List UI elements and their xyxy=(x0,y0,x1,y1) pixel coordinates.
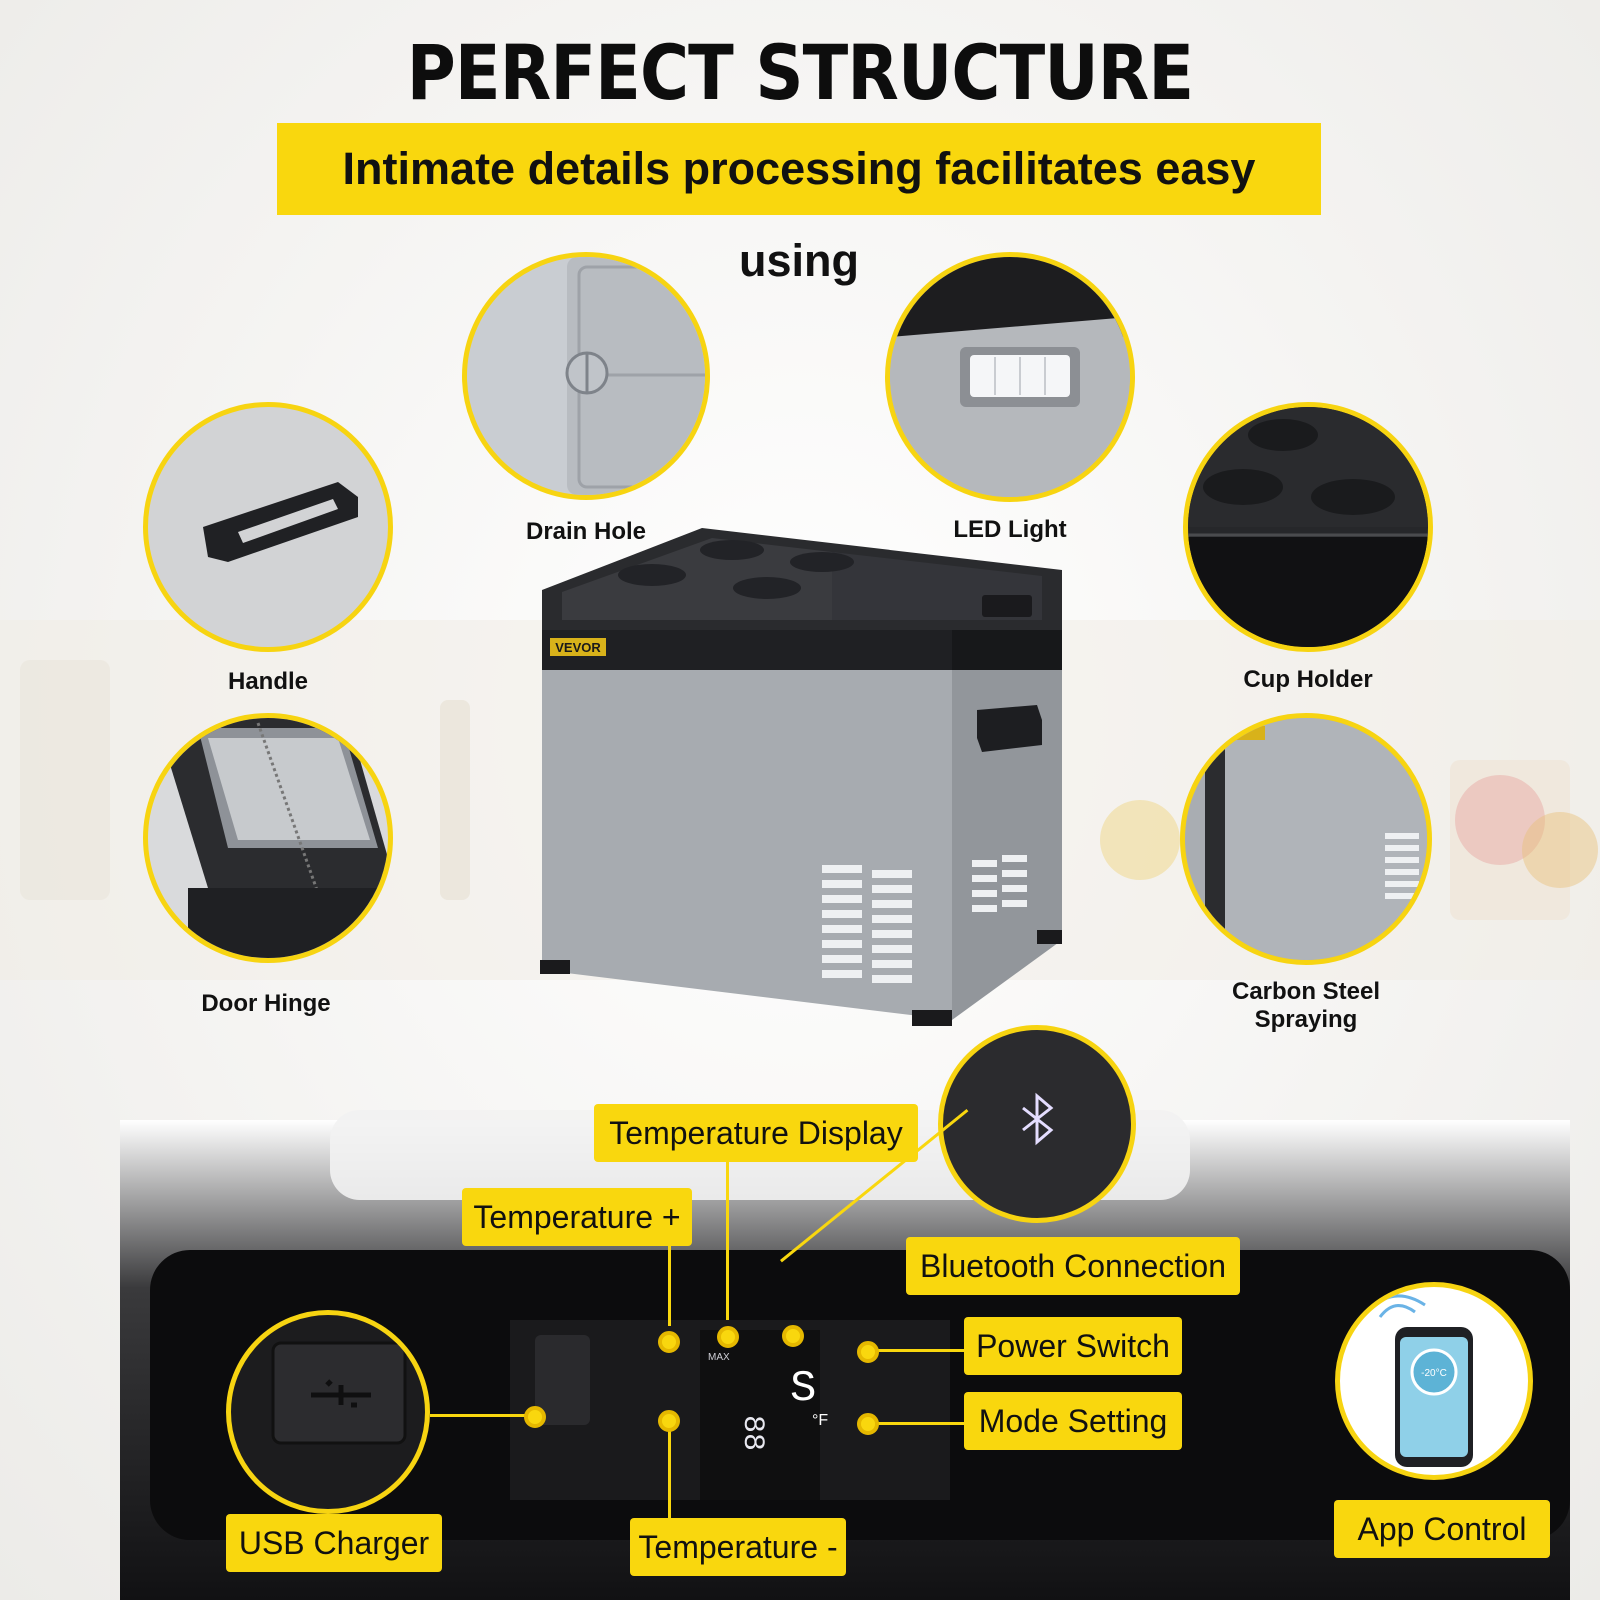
door-hinge-zoom xyxy=(143,713,393,963)
power-leader xyxy=(872,1349,965,1352)
led-light-icon xyxy=(890,257,1130,497)
temp-minus-dot xyxy=(658,1410,680,1432)
subtitle-text: Intimate details processing facilitates … xyxy=(342,143,1256,286)
bluetooth-dot xyxy=(782,1325,804,1347)
drain-hole-zoom xyxy=(462,252,710,500)
carbon-steel-zoom xyxy=(1180,713,1432,965)
temp-plus-dot xyxy=(658,1331,680,1353)
vevor-brand-text: VEVOR xyxy=(555,640,601,655)
usb-leader xyxy=(430,1414,535,1417)
cup-holder-label: Cup Holder xyxy=(1243,666,1373,693)
smartphone-icon: -20°C xyxy=(1368,1294,1473,1467)
carbon-steel-label: Carbon Steel Spraying xyxy=(1231,978,1381,1033)
display-unit-text: °F xyxy=(812,1412,828,1429)
app-temp-text: -20°C xyxy=(1421,1368,1447,1379)
temp-minus-leader xyxy=(668,1418,671,1518)
carbon-steel-icon xyxy=(1205,718,1427,960)
mode-leader xyxy=(872,1422,965,1425)
usb-icon xyxy=(271,1341,407,1445)
handle-zoom xyxy=(143,402,393,652)
cup-holder-icon xyxy=(1188,407,1428,647)
page-title: PERFECT STRUCTURE xyxy=(406,28,1194,117)
bluetooth-icon xyxy=(1022,1092,1054,1146)
power-switch-label: Power Switch xyxy=(964,1317,1182,1375)
usb-zoom xyxy=(226,1310,430,1514)
drain-hole-label: Drain Hole xyxy=(525,518,647,545)
fridge-product-image: VEVOR xyxy=(540,528,1062,1026)
bluetooth-zoom xyxy=(938,1025,1136,1223)
svg-text:88: 88 xyxy=(735,1415,769,1451)
temperature-display-label: Temperature Display xyxy=(594,1104,918,1162)
usb-charger-label: USB Charger xyxy=(226,1514,442,1572)
temp-plus-leader xyxy=(668,1246,671,1326)
door-hinge-icon xyxy=(168,718,388,958)
app-control-label: App Control xyxy=(1334,1500,1550,1558)
drain-hole-icon xyxy=(565,257,705,495)
temperature-minus-label: Temperature - xyxy=(630,1518,846,1576)
subtitle-banner: Intimate details processing facilitates … xyxy=(277,123,1321,286)
usb-dot xyxy=(524,1406,546,1428)
handle-label: Handle xyxy=(227,668,308,695)
bluetooth-connection-label: Bluetooth Connection xyxy=(906,1237,1240,1295)
temp-display-dot xyxy=(717,1326,739,1348)
temp-display-leader xyxy=(726,1160,729,1320)
temperature-plus-label: Temperature + xyxy=(462,1188,692,1246)
door-hinge-label: Door Hinge xyxy=(201,990,331,1017)
display-max-text: MAX xyxy=(708,1352,730,1363)
led-light-label: LED Light xyxy=(953,516,1067,543)
led-light-zoom xyxy=(885,252,1135,502)
handle-icon xyxy=(203,482,358,562)
cup-holder-zoom xyxy=(1183,402,1433,652)
svg-text:S: S xyxy=(790,1364,816,1414)
power-dot xyxy=(857,1341,879,1363)
app-control-zoom: -20°C xyxy=(1335,1282,1533,1480)
mode-setting-label: Mode Setting xyxy=(964,1392,1182,1450)
mode-dot xyxy=(857,1413,879,1435)
